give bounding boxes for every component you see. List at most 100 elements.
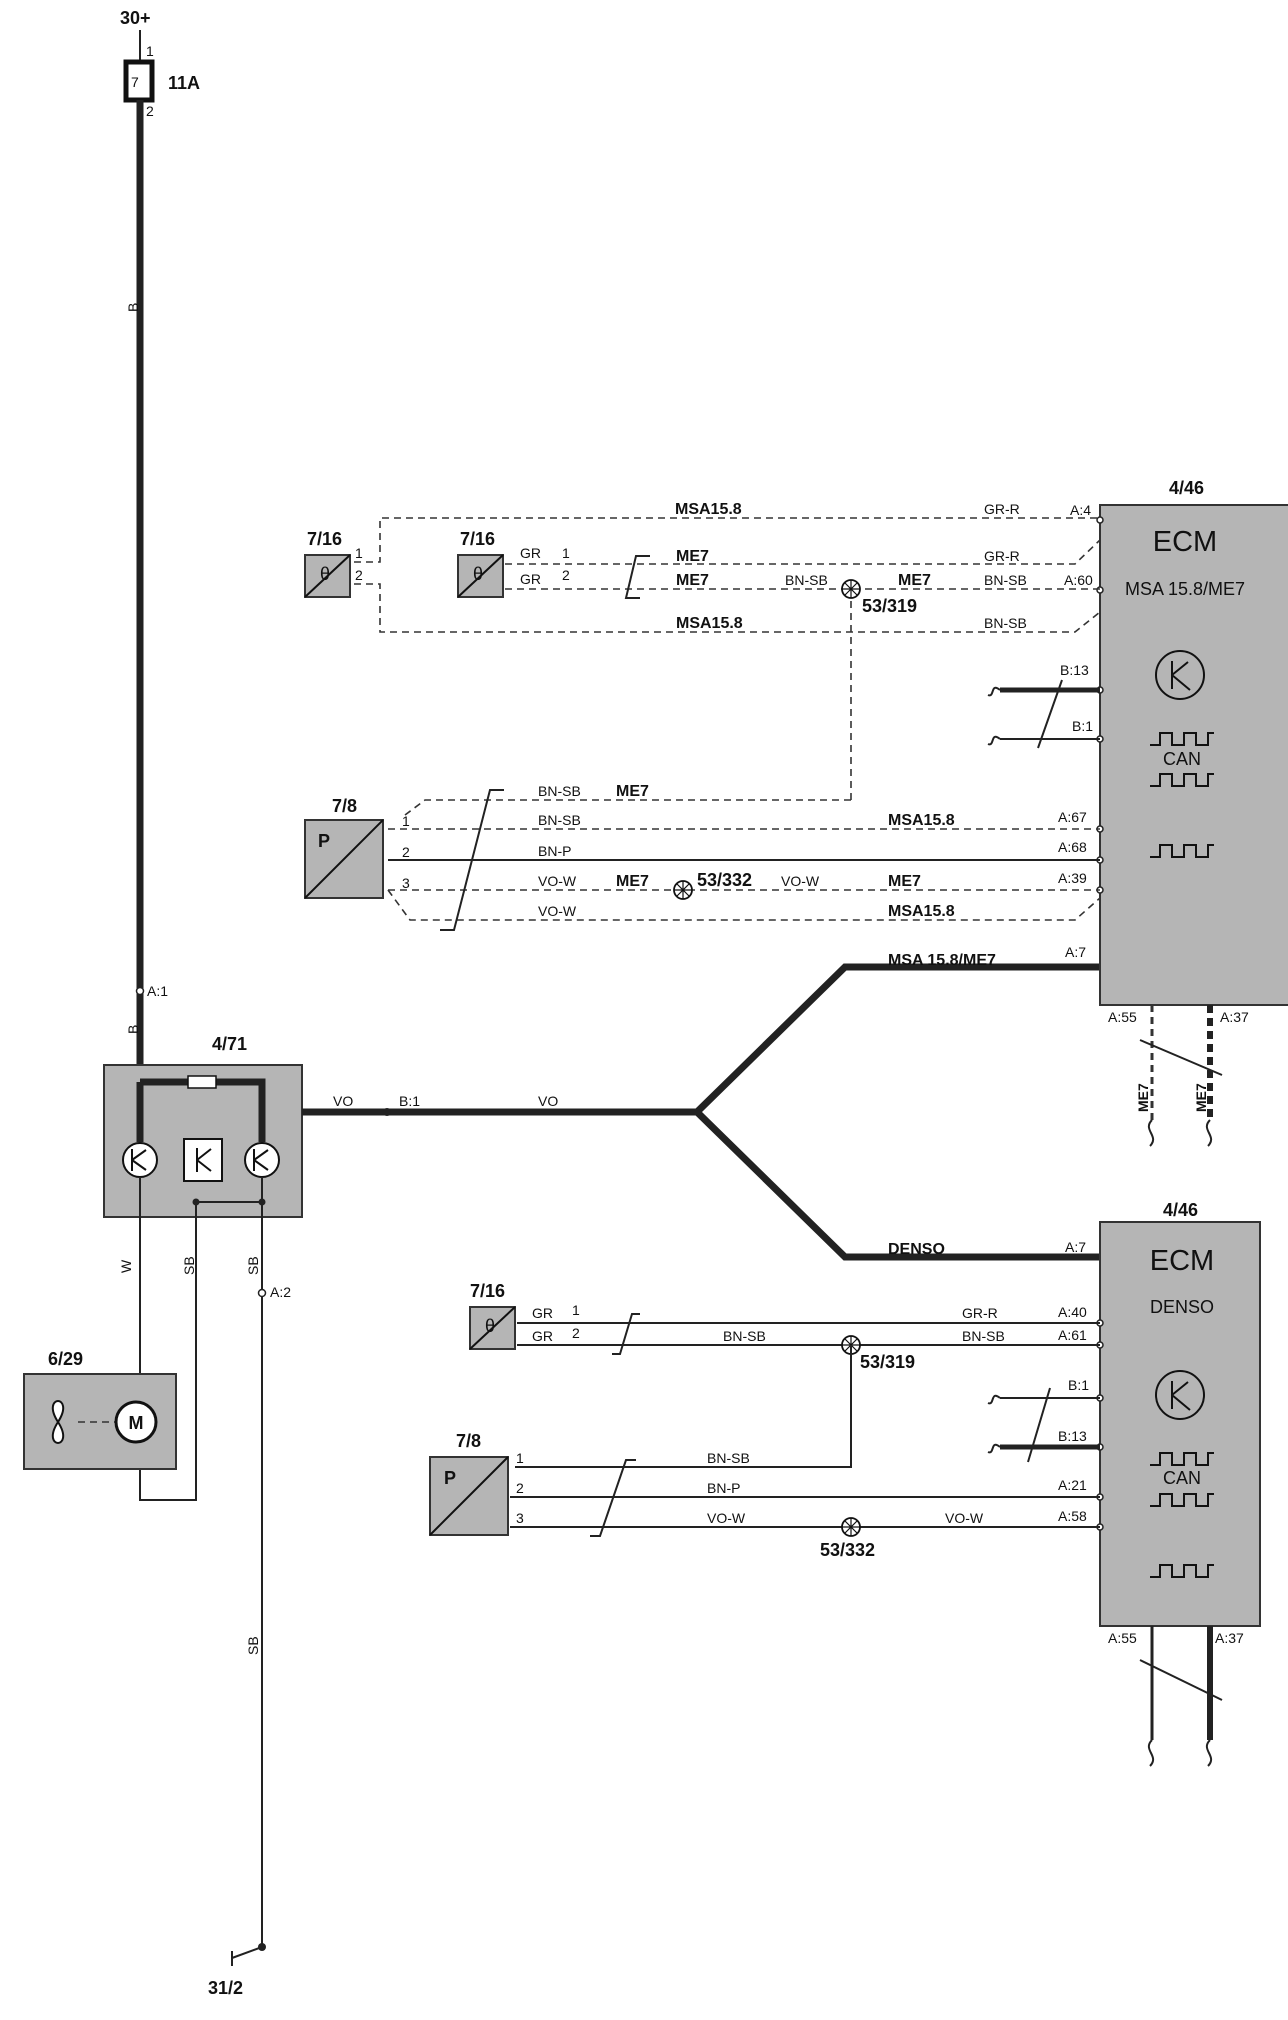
color-bn-sb-3: BN-SB [984, 615, 1027, 631]
ecm-top-can-wave-1 [1150, 732, 1214, 746]
ecm-bottom-twist-a55-a37 [1139, 1659, 1223, 1701]
color-vo-w-3: VO-W [538, 903, 577, 919]
ecm-top-transistor-icon [1155, 650, 1205, 700]
pressure-sensor-b-id: 7/8 [456, 1431, 481, 1451]
ecm-top-pin-a37: A:37 [1220, 1009, 1249, 1025]
color-bn-sb-4: BN-SB [538, 783, 581, 799]
temp-sensor-c-pin2: 2 [572, 1325, 580, 1341]
transistor-left-icon [122, 1142, 158, 1178]
color-bn-sb-1: BN-SB [785, 572, 828, 588]
fuse-pin-in: 1 [146, 43, 154, 59]
wire-color-w: W [118, 1259, 134, 1273]
msa-pressure-wire-vow [387, 889, 1101, 921]
ecm-bottom-can-wave-2 [1150, 1493, 1214, 1507]
relay-internal-bus [136, 1078, 266, 1142]
ecm-bottom-pin-b13: B:13 [1058, 1428, 1087, 1444]
me7-pressure-wire-bnsb [404, 799, 851, 816]
ecm-top-wire-breaks [987, 686, 1001, 746]
color-bn-p-1: BN-P [538, 843, 571, 859]
color-bn-sb-6: BN-SB [723, 1328, 766, 1344]
ecm-bottom-pin-a61: A:61 [1058, 1327, 1087, 1343]
temp-sensor-a-id: 7/16 [307, 529, 342, 549]
variant-me7-label-3: ME7 [898, 572, 931, 589]
ecm-bottom-wire-breaks [987, 1394, 1001, 1454]
temp-sensor-c-gr2: GR [532, 1328, 553, 1344]
fan-blade-icon [51, 1400, 65, 1444]
ecm-bottom-transistor-symbol [1171, 1381, 1191, 1411]
temp-sensor-c-gr1: GR [532, 1305, 553, 1321]
ecm-top-a55-me7: ME7 [1135, 1083, 1151, 1112]
ecm-top-pin-b13: B:13 [1060, 662, 1089, 678]
wire-color-sb-3: SB [245, 1636, 261, 1655]
ecm-bottom-box [1099, 1221, 1261, 1627]
pressure-sensor-b-diagonal [429, 1456, 509, 1536]
pressure-sensor-a-pin3: 3 [402, 875, 410, 891]
splice-332-top-cross [674, 881, 692, 899]
ecm-bottom-id: 4/46 [1163, 1200, 1198, 1220]
variant-msa-label-1: MSA15.8 [675, 501, 742, 518]
fan-id: 6/29 [48, 1349, 83, 1369]
relay-pin-b1 [383, 1108, 391, 1116]
pressure-sensor-a-diagonal [304, 819, 384, 899]
color-bn-sb-2: BN-SB [984, 572, 1027, 588]
variant-me7-label-6: ME7 [888, 873, 921, 890]
splice-319-top-label: 53/319 [862, 596, 917, 616]
wire-color-vo-1: VO [333, 1093, 353, 1109]
ecm-bottom-transistor-icon [1155, 1370, 1205, 1420]
temp-sensor-b-gr1: GR [520, 545, 541, 561]
fuse [123, 59, 155, 103]
denso-temp-twist [612, 1313, 640, 1355]
pressure-sensor-b-pin2: 2 [516, 1480, 524, 1496]
pressure-sensor-b-pin1: 1 [516, 1450, 524, 1466]
ecm-bottom-title: ECM [1150, 1245, 1214, 1277]
supply-terminal-label: 30+ [120, 8, 151, 28]
ecm-top-pin-a55: A:55 [1108, 1009, 1137, 1025]
splice-319-top-cross [842, 580, 860, 598]
temp-sensor-c-diagonal [469, 1306, 516, 1350]
ecm-top-title: ECM [1153, 526, 1217, 558]
ecm-top-pin-a4: A:4 [1070, 502, 1091, 518]
relay-control-symbol [196, 1148, 212, 1172]
ecm-top-pin-a67: A:67 [1058, 809, 1087, 825]
ecm-top-box [1099, 504, 1288, 1006]
ecm-bottom-pin-b1: B:1 [1068, 1377, 1089, 1393]
variant-msa-label-4: MSA15.8 [888, 903, 955, 920]
variant-msa-label-2: MSA15.8 [676, 615, 743, 632]
splice-319-bottom-label: 53/319 [860, 1352, 915, 1372]
temp-sensor-a-pin2: 2 [355, 567, 363, 583]
ecm-top-pin-a7: A:7 [1065, 944, 1086, 960]
ecm-top-id: 4/46 [1169, 478, 1204, 498]
ecm-top-twist-a55-a37 [1139, 1039, 1223, 1076]
temp-sensor-b-id: 7/16 [460, 529, 495, 549]
ecm-top-pin-markers [1096, 516, 1104, 894]
color-vo-w-5: VO-W [945, 1510, 984, 1526]
msa-temp-wire-2 [354, 583, 1101, 633]
me7-temp-twist [624, 555, 650, 599]
color-bn-p-2: BN-P [707, 1480, 740, 1496]
ecm-top-a37-me7: ME7 [1193, 1083, 1209, 1112]
temp-sensor-b-pin1: 1 [562, 545, 570, 561]
temp-sensor-b-diagonal [457, 554, 504, 598]
pressure-sensor-a-pin2: 2 [402, 844, 410, 860]
variant-me7-label-1: ME7 [676, 548, 709, 565]
temp-sensor-c-symbol: θ [485, 1316, 495, 1336]
temp-sensor-b-symbol: θ [473, 564, 483, 584]
ecm-top-can: CAN [1163, 749, 1201, 769]
variant-denso-label: DENSO [888, 1241, 945, 1258]
ecm-top-pin-a39: A:39 [1058, 870, 1087, 886]
transistor-left-symbol [131, 1149, 147, 1171]
wire-color-b-lower: B [125, 1025, 141, 1034]
transistor-right-icon [244, 1142, 280, 1178]
relay-pin-a1-label: A:1 [147, 983, 168, 999]
pressure-sensor-a-pin1: 1 [402, 813, 410, 829]
temp-sensor-b-pin2: 2 [562, 567, 570, 583]
splice-332-top-label: 53/332 [697, 870, 752, 890]
ecm-top-signal-wave [1150, 844, 1214, 858]
msa-temp-wire-1 [354, 517, 1100, 563]
ecm-bottom-pin-a21: A:21 [1058, 1477, 1087, 1493]
temp-sensor-a-pin1: 1 [355, 545, 363, 561]
denso-pressure-twist [590, 1459, 636, 1537]
color-bn-sb-7: BN-SB [962, 1328, 1005, 1344]
ecm-bottom-can: CAN [1163, 1468, 1201, 1488]
pressure-sensor-a-letter: P [318, 831, 330, 851]
